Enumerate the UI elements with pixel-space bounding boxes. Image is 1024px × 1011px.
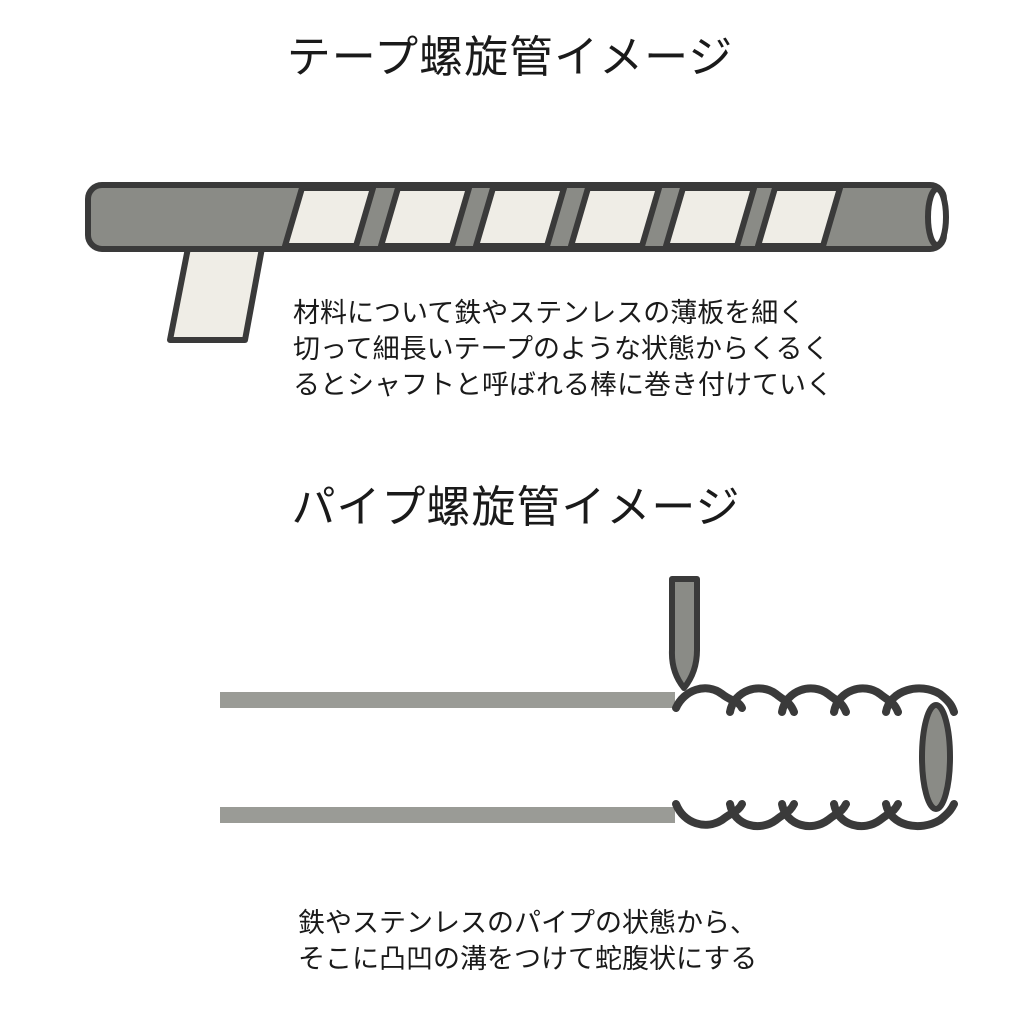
description-line: そこに凸凹の溝をつけて蛇腹状にする — [298, 944, 758, 975]
wound-tape-segments — [282, 185, 843, 249]
tape-segment — [755, 185, 843, 249]
description-line: 鉄やステンレスのパイプの状態から、 — [298, 908, 757, 939]
tape-spiral-title: テープ螺旋管イメージ — [286, 32, 734, 83]
tape-segment — [663, 185, 757, 249]
description-line: るとシャフトと呼ばれる棒に巻き付けていく — [293, 370, 833, 401]
pipe-spiral-description: 鉄やステンレスのパイプの状態から、 そこに凸凹の溝をつけて蛇腹状にする — [298, 906, 757, 978]
pipe-end-opening — [919, 702, 953, 812]
pipe-spiral-title: パイプ螺旋管イメージ — [291, 482, 741, 533]
tape-spiral-description: 材料について鉄やステンレスの薄板を細く 切って細長いテープのような状態からくるく… — [293, 296, 833, 404]
corrugation-bottom — [672, 800, 958, 831]
corrugation-top — [672, 684, 958, 716]
forming-tool — [668, 576, 700, 691]
description-line: 切って細長いテープのような状態からくるく — [293, 334, 830, 365]
pipe-wall-top — [220, 692, 675, 708]
description-line: 材料について鉄やステンレスの薄板を細く — [293, 298, 806, 329]
tape-segment — [473, 185, 567, 249]
tape-segment — [282, 185, 376, 249]
tape-segment — [568, 185, 662, 249]
tape-segment — [378, 185, 472, 249]
tape-strip-feed — [167, 245, 265, 343]
shaft-end-opening — [925, 186, 949, 248]
pipe-wall-bottom — [220, 807, 675, 823]
